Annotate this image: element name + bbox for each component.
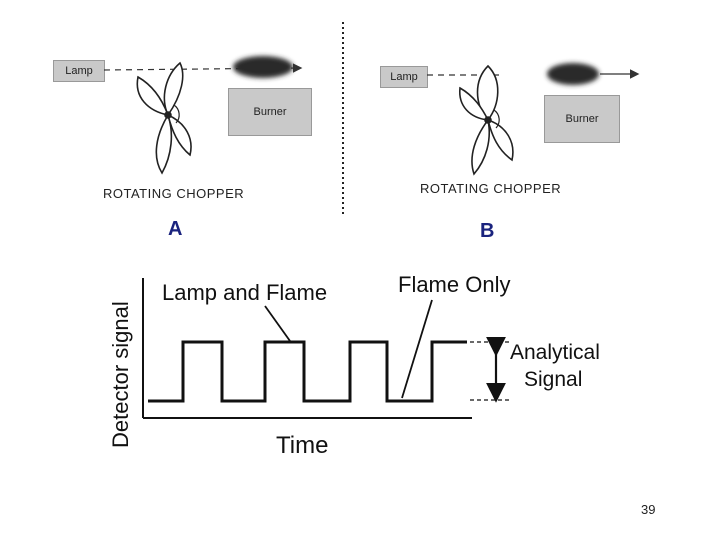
- page-number: 39: [641, 502, 656, 517]
- rotating-chopper-icon-a: [136, 61, 192, 175]
- analytical-signal-label-line1: Analytical: [510, 341, 600, 364]
- panel-letter-b: B: [480, 220, 495, 242]
- burner-label-a: Burner: [253, 106, 287, 118]
- x-axis-label: Time: [276, 432, 329, 459]
- y-axis-label: Detector signal: [108, 301, 133, 448]
- lamp-label-b: Lamp: [390, 71, 418, 83]
- flame-b: [547, 63, 599, 85]
- lamp-and-flame-label: Lamp and Flame: [162, 280, 328, 305]
- detector-signal-waveform: [148, 340, 467, 403]
- chopper-caption-a: ROTATING CHOPPER: [103, 186, 245, 201]
- rotating-chopper-icon-b: [459, 64, 514, 176]
- panel-letter-a: A: [168, 218, 183, 240]
- flame-only-label: Flame Only: [398, 272, 511, 297]
- lamp-box-a: Lamp: [53, 60, 105, 82]
- lamp-label-a: Lamp: [65, 65, 93, 77]
- burner-box-b: Burner: [544, 95, 620, 143]
- burner-label-b: Burner: [565, 113, 599, 125]
- flame-a: [233, 56, 293, 78]
- lamp-box-b: Lamp: [380, 66, 428, 88]
- burner-box-a: Burner: [228, 88, 312, 136]
- chopper-caption-b: ROTATING CHOPPER: [420, 181, 562, 196]
- analytical-signal-label-line2: Signal: [524, 368, 583, 391]
- lamp-and-flame-pointer: [264, 305, 291, 342]
- flame-only-pointer: [401, 299, 433, 399]
